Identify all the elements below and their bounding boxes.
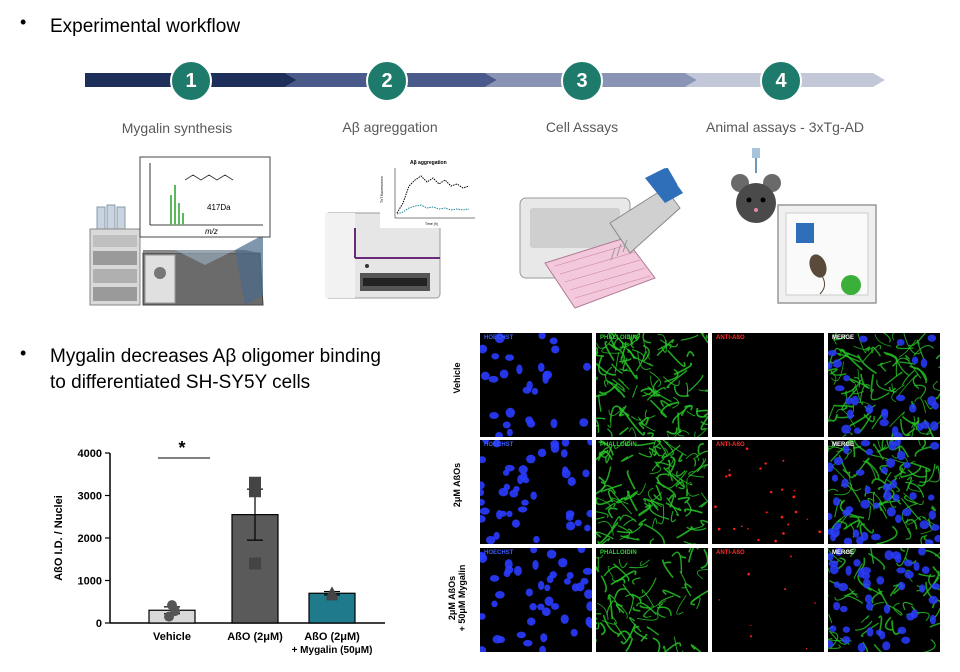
channel-label: HOECHST — [484, 442, 514, 448]
category-label: AßO (2μM) — [227, 631, 283, 643]
animal-assay-illustration — [731, 148, 877, 304]
channel-label: HOECHST — [484, 550, 514, 556]
microscopy-panel: MERGE — [828, 440, 940, 544]
y-tick-label: 3000 — [78, 491, 102, 503]
agg-ylabel: ThT fluorescence — [380, 176, 384, 203]
microscopy-image — [712, 333, 824, 437]
agg-xlabel: Time (h) — [425, 222, 438, 226]
channel-label: PHALLOIDIN — [600, 442, 637, 448]
microscopy-image — [480, 548, 592, 652]
step-1-circle: 1 — [170, 60, 212, 102]
row-label-line-1: Vehicle — [452, 362, 462, 394]
microscopy-panel: ANTI-AßO — [712, 548, 824, 652]
microscopy-image — [596, 333, 708, 437]
row-label-line-1: 2μM AßOs — [452, 462, 462, 508]
data-point — [249, 485, 261, 498]
category-sublabel: + Mygalin (50μM) — [292, 645, 373, 656]
plate-reader-illustration: Aβ aggregation ThT fluorescence Time (h) — [325, 158, 478, 299]
microscopy-image — [596, 548, 708, 652]
ms-axis-label: m/z — [205, 227, 218, 236]
microscopy-panel: PHALLOIDIN — [596, 333, 708, 437]
row-label-line-1: 2μM AßOs — [447, 575, 457, 621]
microscopy-panel: HOECHST — [480, 548, 592, 652]
bullet-dot: • — [20, 343, 27, 363]
y-tick-label: 4000 — [78, 448, 102, 460]
step-2-label: Aβ agreggation — [342, 119, 438, 135]
step-3-label: Cell Assays — [545, 119, 619, 135]
channel-label: PHALLOIDIN — [600, 335, 637, 341]
microscopy-image — [718, 555, 816, 650]
mass-spectrometer-illustration: 417Da m/z — [89, 156, 271, 306]
channel-label: MERGE — [832, 442, 855, 448]
microscopy-image — [596, 440, 708, 544]
finding-line-1: Mygalin decreases Aβ oligomer binding — [50, 346, 381, 367]
row-label: 2μM AßOs+ 50μM Mygalin — [447, 548, 467, 648]
row-label: Vehicle — [452, 328, 462, 428]
channel-label: HOECHST — [484, 335, 514, 341]
microscopy-panel: MERGE — [828, 548, 940, 652]
channel-label: ANTI-AßO — [716, 335, 745, 341]
channel-label: ANTI-AßO — [716, 442, 745, 448]
significance-star: * — [178, 438, 185, 458]
channel-label: MERGE — [832, 550, 855, 556]
y-tick-label: 2000 — [78, 533, 102, 545]
microscopy-image — [714, 447, 822, 543]
step-4-label: Animal assays - 3xTg-AD — [706, 119, 864, 135]
y-tick-label: 0 — [96, 618, 102, 630]
channel-label: ANTI-AßO — [716, 550, 745, 556]
channel-label: PHALLOIDIN — [600, 550, 637, 556]
microscopy-panel: ANTI-AßO — [712, 440, 824, 544]
step-4-circle: 4 — [760, 60, 802, 102]
y-axis-label: AßO I.D. / Nuclei — [53, 495, 65, 581]
category-label: AßO (2μM) — [304, 631, 360, 643]
microscopy-image — [480, 440, 592, 544]
microscopy-panel: MERGE — [828, 333, 940, 437]
y-tick-label: 1000 — [78, 576, 102, 588]
finding-line-2: to differentiated SH-SY5Y cells — [50, 372, 311, 393]
row-label: 2μM AßOs — [452, 435, 462, 535]
row-label-line-2: + 50μM Mygalin — [457, 564, 467, 632]
microscopy-panel: PHALLOIDIN — [596, 440, 708, 544]
data-point — [326, 586, 338, 598]
microscopy-panel: PHALLOIDIN — [596, 548, 708, 652]
microscopy-image — [828, 548, 940, 652]
workflow-title: Experimental workflow — [50, 16, 241, 37]
microscopy-image — [480, 333, 591, 437]
step-3-circle: 3 — [561, 60, 603, 102]
data-point — [249, 557, 261, 570]
data-point — [170, 606, 180, 617]
microscopy-panel: HOECHST — [480, 333, 592, 437]
step-2-circle: 2 — [366, 60, 408, 102]
microscopy-panel: ANTI-AßO — [712, 333, 824, 437]
ms-mass-label: 417Da — [207, 203, 231, 212]
microscopy-image — [828, 333, 940, 437]
microscopy-image — [828, 440, 940, 544]
category-label: Vehicle — [153, 631, 191, 643]
cell-assay-illustration — [519, 168, 683, 309]
bullet-dot: • — [20, 12, 27, 32]
microscopy-panel: HOECHST — [480, 440, 592, 544]
agg-chart-title: Aβ aggregation — [410, 160, 447, 166]
channel-label: MERGE — [832, 335, 855, 341]
step-1-label: Mygalin synthesis — [121, 120, 233, 136]
